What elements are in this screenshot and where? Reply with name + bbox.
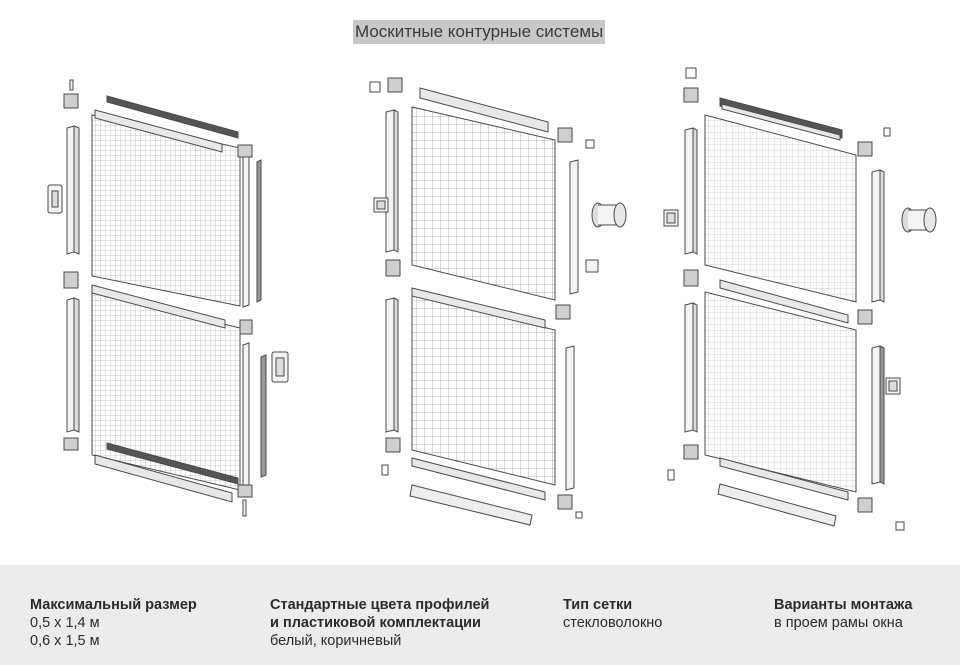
profile-bottom [719, 457, 849, 501]
profile-left-bottom [684, 302, 694, 433]
profile-left-bottom [66, 297, 75, 433]
panel-3 [663, 67, 937, 531]
corner-connector [63, 93, 79, 109]
profile-right-top [569, 159, 579, 295]
profile-middle [91, 284, 226, 329]
handle-square [585, 259, 599, 273]
specs-footer: Максимальный размер 0,5 х 1,4 м 0,6 х 1,… [0, 565, 960, 665]
page-title: Москитные контурные системы [353, 20, 606, 44]
spec-mounting: Варианты монтажа в проем рамы окна [774, 596, 912, 632]
mesh-upper [704, 114, 857, 303]
profile-middle [411, 287, 546, 329]
spec-value: белый, коричневый [270, 633, 402, 649]
panel-1 [47, 79, 289, 517]
spec-value: стекловолокно [563, 615, 663, 631]
mesh-lower [704, 291, 857, 493]
corner-connector [387, 77, 403, 93]
corner-connector [683, 87, 699, 103]
profile-left-top [684, 127, 694, 255]
spec-value: в проем рамы окна [774, 615, 903, 631]
profile-top [106, 95, 239, 139]
illustration [47, 67, 937, 531]
profile-right-bottom [242, 342, 250, 488]
spec-heading: Варианты монтажа [774, 597, 913, 613]
spec-value: 0,5 х 1,4 м 0,6 х 1,5 м [30, 615, 100, 649]
spec-heading: Максимальный размер [30, 597, 197, 613]
panel-2 [369, 77, 627, 526]
profile-bottom [106, 442, 239, 485]
profile-right-top [242, 152, 250, 308]
spec-standard-colors: Стандартные цвета профилей и пластиковой… [270, 596, 489, 650]
profile-middle [719, 279, 849, 324]
spec-heading: Стандартные цвета профилей и пластиковой… [270, 597, 490, 631]
reel-handle [901, 207, 937, 233]
spec-max-size: Максимальный размер 0,5 х 1,4 м 0,6 х 1,… [30, 596, 197, 650]
spec-heading: Тип сетки [563, 597, 633, 613]
reel-handle [591, 202, 627, 228]
profile-bottom [411, 457, 546, 501]
profile-top [419, 87, 549, 133]
profile-left-bottom [385, 297, 395, 433]
spec-mesh-type: Тип сетки стекловолокно [563, 596, 662, 632]
profile-right-bottom [565, 345, 575, 491]
profile-right-top [871, 169, 881, 303]
profile-left-top [385, 109, 395, 253]
mesh-upper [411, 106, 556, 301]
profile-left-top [66, 125, 75, 255]
profile-right-bottom [871, 345, 881, 485]
